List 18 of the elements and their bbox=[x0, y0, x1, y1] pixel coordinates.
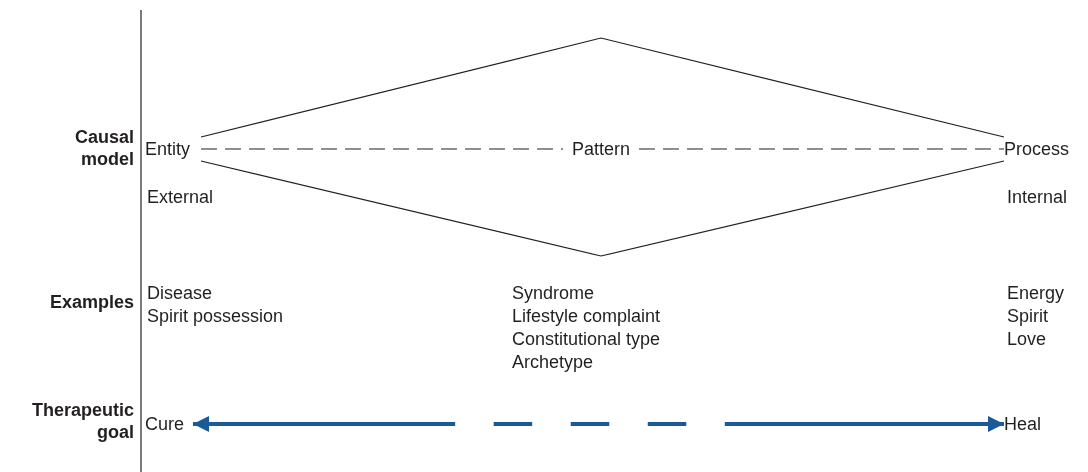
connector-line bbox=[638, 148, 1005, 150]
example-text: Love bbox=[1007, 328, 1047, 350]
example-text: Archetype bbox=[512, 351, 594, 373]
row-heading: Therapeutic goal bbox=[30, 399, 134, 443]
example-text: External bbox=[147, 186, 214, 208]
example-text: Spirit bbox=[1007, 305, 1048, 327]
example-text: Disease bbox=[147, 282, 213, 304]
example-text: Spirit possession bbox=[147, 305, 284, 327]
connector-line bbox=[200, 148, 564, 150]
connector-line bbox=[200, 160, 1005, 257]
example-text: Constitutional type bbox=[512, 328, 661, 350]
example-text: Syndrome bbox=[512, 282, 595, 304]
example-text: Lifestyle complaint bbox=[512, 305, 661, 327]
row-heading: Examples bbox=[48, 291, 134, 313]
connector-line bbox=[200, 37, 1005, 138]
row-heading: Causal model bbox=[73, 126, 134, 170]
example-text: Energy bbox=[1007, 282, 1065, 304]
example-text: Internal bbox=[1007, 186, 1068, 208]
